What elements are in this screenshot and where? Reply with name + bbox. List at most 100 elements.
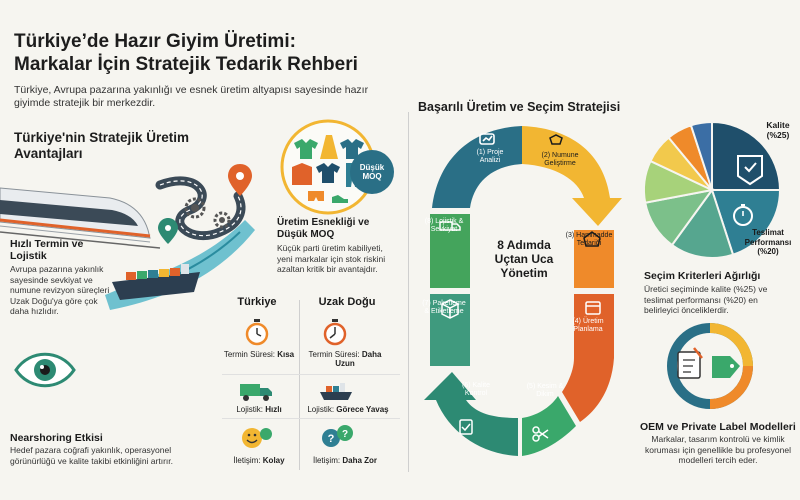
lead-time-label: Termin Süresi:: [223, 350, 275, 359]
stopwatch-icon: [323, 319, 347, 346]
compare-divider: [299, 300, 300, 470]
low-moq-badge: Düşük MOQ: [350, 150, 394, 194]
oem-ring: [667, 323, 753, 409]
compare-lead-time-turkey: Termin Süresi: Kısa: [219, 350, 299, 359]
logistics-label: Lojistik:: [307, 405, 335, 414]
fabric-icon: [583, 231, 601, 247]
step-label-line: (1) Proje: [476, 149, 504, 156]
cargo-ship-icon: [112, 264, 200, 300]
compare-lead-time-fareast: Termin Süresi: Daha Uzun: [300, 350, 390, 368]
step-label-line: (4) Üretim: [572, 318, 604, 325]
center-line-3: Yönetim: [500, 266, 548, 280]
pie-label-delivery: Teslimat Performansı (%20): [738, 228, 798, 257]
compare-col-turkey: Türkiye: [237, 296, 277, 308]
gear-icon: [213, 211, 231, 229]
step-label-line: (5) Kesim &: [526, 383, 564, 390]
svg-text:?: ?: [328, 433, 335, 445]
communication-value: Kolay: [262, 456, 285, 465]
page-subtitle: Türkiye, Avrupa pazarına yakınlığı ve es…: [14, 84, 369, 109]
step-4-segment: [562, 294, 614, 422]
advantages-heading: Türkiye'nin Stratejik Üretim Avantajları: [14, 130, 190, 161]
logistics-value: Hızlı: [265, 405, 282, 414]
eye-icon: [14, 352, 76, 388]
lead-time-label: Termin Süresi:: [308, 350, 360, 359]
train-route-illustration: [0, 164, 255, 310]
truck-icon: [240, 384, 272, 401]
step-8-label: (8) Lojistik &Sevkiyat: [418, 218, 470, 234]
step-label-line: (8) Lojistik &: [424, 218, 464, 225]
sketch-icon: [677, 347, 703, 379]
tshirt-icon: [316, 163, 340, 183]
smiley-chat-icon: [242, 428, 272, 448]
location-pin-icon: [228, 164, 252, 196]
title-line-1: Türkiye’de Hazır Giyim Üretimi:: [14, 31, 296, 52]
tshirt-icon: [294, 139, 318, 159]
analysis-icon: [479, 133, 495, 145]
dress-icon: [320, 135, 338, 159]
shorts-icon: [308, 191, 324, 201]
step-7-segment: [430, 294, 470, 366]
delivery-label-line: (%20): [757, 247, 779, 256]
step-label-line: Tedariği: [576, 240, 602, 247]
center-line-1: 8 Adımda: [497, 238, 551, 252]
question-chat-icon: ? ?: [322, 425, 353, 447]
fast-text: Avrupa pazarına yakınlık sayesinde sevki…: [10, 264, 110, 316]
step-6-segment: [424, 372, 518, 456]
delivery-label-line: Teslimat: [752, 228, 784, 237]
location-pin-icon: [158, 218, 178, 244]
gear-icon: [184, 197, 206, 219]
section-divider: [408, 112, 409, 472]
step-7-label: (7) Paketleme& Etiketleme: [418, 300, 470, 316]
quality-label-line: Kalite: [766, 120, 790, 130]
oem-text: Markalar, tasarım kontrolü ve kimlik kor…: [645, 434, 791, 465]
step-label-line: Analizi: [479, 157, 501, 164]
compare-communication-turkey: İletişim: Kolay: [219, 456, 299, 465]
step-label-line: Sevkiyat: [430, 226, 458, 233]
fast-title: Hızlı Termin ve Lojistik: [10, 238, 84, 262]
logistics-label: Lojistik:: [236, 405, 263, 414]
cycle-center-label: 8 Adımda Uçtan Uca Yönetim: [474, 238, 574, 280]
shoe-icon: [332, 195, 348, 203]
nearshoring-title: Nearshoring Etkisi: [10, 432, 103, 444]
criteria-pie-chart: [643, 120, 782, 259]
compare-communication-fareast: İletişim: Daha Zor: [300, 456, 390, 465]
communication-value: Daha Zor: [342, 456, 378, 465]
step-cycle: [424, 126, 622, 456]
step-label-line: Geliştirme: [544, 160, 576, 167]
step-label-line: (6) Kalite: [461, 382, 490, 389]
oem-heading: OEM ve Private Label Modelleri: [640, 421, 796, 433]
delivery-label-line: Performansı: [744, 237, 792, 247]
sample-icon: [549, 134, 563, 145]
pie-slice-3: [670, 187, 735, 259]
label-tag-icon: [712, 356, 740, 378]
jacket-icon: [292, 163, 312, 185]
stopwatch-icon: [733, 204, 753, 226]
step-3-segment: [574, 230, 614, 288]
criteria-heading: Seçim Kriterleri Ağırlığı: [644, 270, 761, 282]
ship-icon: [320, 383, 352, 400]
svg-text:?: ?: [342, 429, 348, 440]
step-label-line: (7) Paketleme: [422, 300, 466, 307]
step-label-line: Kontrol: [464, 390, 488, 397]
communication-label: İletişim:: [233, 456, 261, 465]
calendar-icon: [585, 301, 601, 315]
truck-icon: [439, 221, 461, 231]
quality-label-line: (%25): [766, 130, 790, 140]
step-8-segment: [430, 214, 470, 288]
nearshoring-text: Hedef pazara coğrafi yakınlık, operasyon…: [10, 445, 173, 466]
stopwatch-icon: [245, 319, 269, 346]
lead-time-value: Daha Uzun: [335, 350, 382, 368]
box-icon: [441, 299, 459, 319]
strategy-heading: Başarılı Üretim ve Seçim Stratejisi: [418, 100, 621, 114]
moq-badge-line2: MOQ: [362, 172, 382, 181]
compare-row-divider: [222, 418, 400, 419]
page-title: Türkiye’de Hazır Giyim Üretimi: Markalar…: [14, 30, 404, 76]
pie-slice-2: [710, 189, 782, 256]
step-1-segment: [432, 126, 522, 208]
criteria-text: Üretici seçiminde kalite (%25) ve teslim…: [644, 284, 768, 315]
